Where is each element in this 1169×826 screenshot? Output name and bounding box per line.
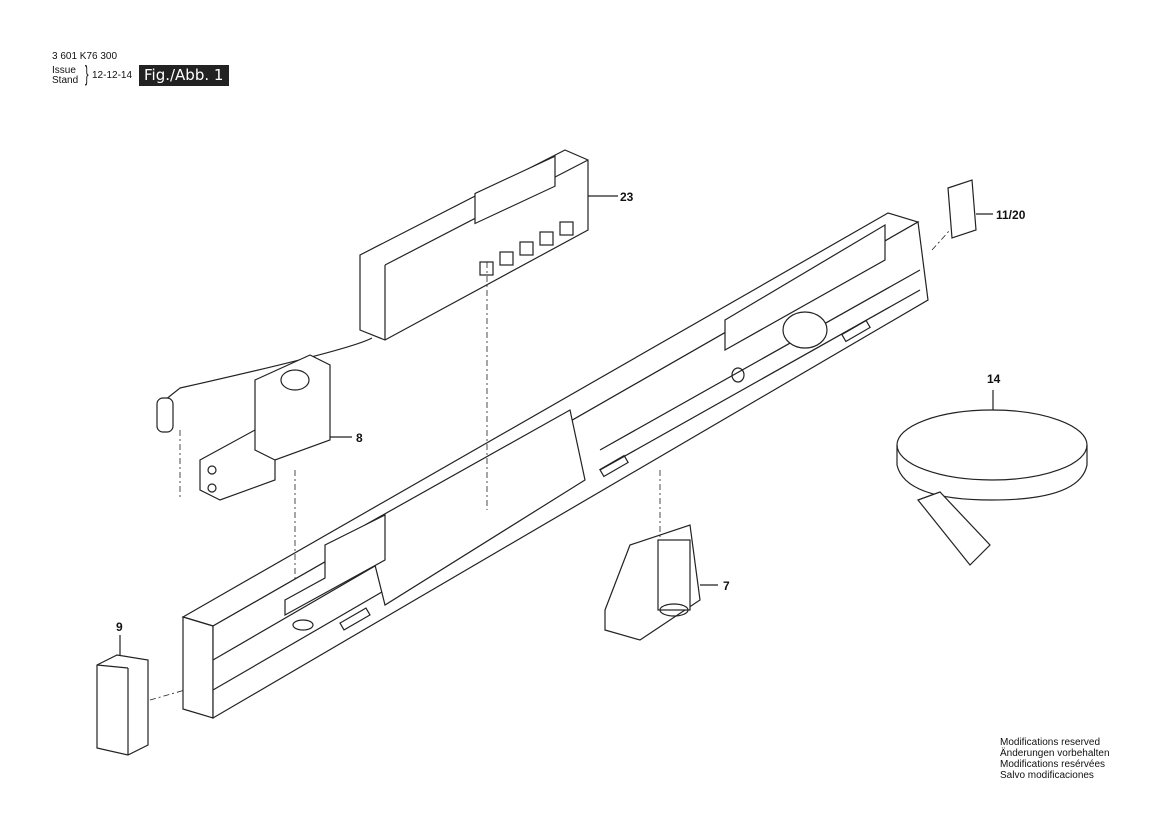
buttons: [479, 221, 574, 276]
callout-14: 14: [987, 372, 1001, 386]
footer-line: Salvo modificaciones: [1000, 770, 1094, 781]
issue-date: 12-12-14: [92, 70, 133, 81]
callout-23: 23: [620, 190, 634, 204]
part-23-display-module: [156, 149, 618, 433]
modifications-note: Modifications reserved Änderungen vorbeh…: [1000, 737, 1110, 781]
part-9-end-cap: [96, 635, 149, 756]
assembly-lines: [149, 229, 951, 701]
callout-7: 7: [723, 579, 730, 593]
part-7-bracket: [604, 524, 718, 641]
issue-stand-labels: Issue Stand: [52, 66, 78, 86]
footer-line: Modifications resérvées: [1000, 759, 1106, 770]
part-number: 3 601 K76 300: [52, 51, 118, 62]
part-8-vial-assembly: [199, 354, 352, 501]
brace: }: [84, 61, 89, 86]
footer-line: Modifications reserved: [1000, 737, 1101, 748]
callout-11-20: 11/20: [996, 208, 1026, 222]
stand-label: Stand: [52, 75, 79, 86]
level-body: [181, 212, 929, 720]
callout-9: 9: [116, 620, 123, 634]
callout-8: 8: [356, 431, 363, 445]
part-11-20-clip: [947, 179, 993, 239]
figure-label: Fig./Abb. 1: [139, 65, 230, 86]
issue-label: Issue: [52, 65, 76, 76]
footer-line: Änderungen vorbehalten: [1000, 748, 1110, 759]
part-14-strap: [896, 390, 1088, 566]
